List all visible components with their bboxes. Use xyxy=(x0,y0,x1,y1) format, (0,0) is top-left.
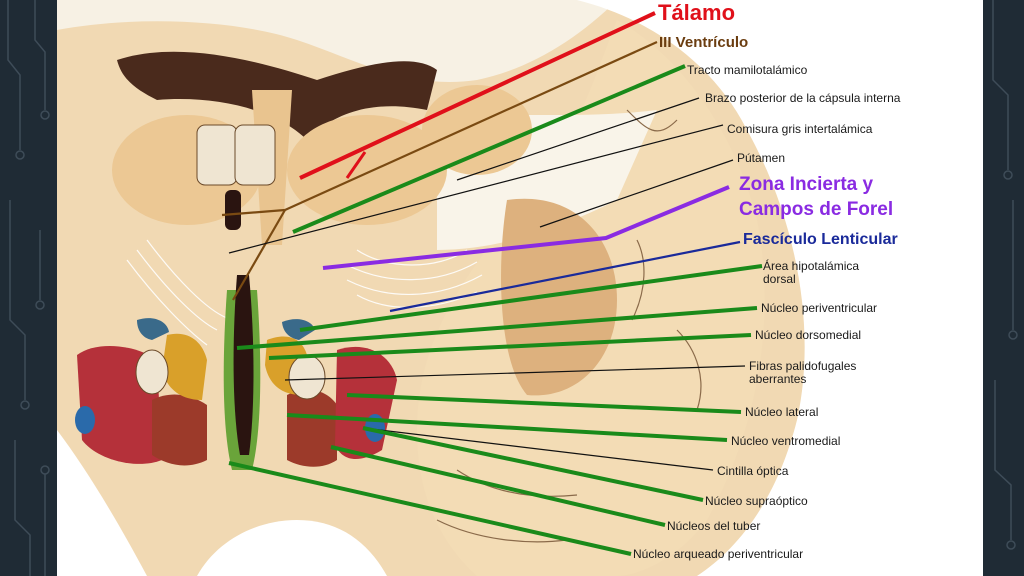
label-fasciculo-lenticular: Fascículo Lenticular xyxy=(743,231,898,248)
label-talamo: Tálamo xyxy=(658,0,736,25)
leader-lateral xyxy=(346,393,742,414)
label-fibras-palidofugales: Fibras palidofugales aberrantes xyxy=(749,360,856,386)
leader-dorsomedial xyxy=(268,333,752,360)
leader-ventriculo-branch xyxy=(232,209,286,301)
label-nucleo-dorsomedial: Núcleo dorsomedial xyxy=(755,328,862,342)
label-area-hipotalamica: Área hipotalámica dorsal xyxy=(763,260,859,286)
leader-comisura xyxy=(228,124,724,254)
label-area-line-2: dorsal xyxy=(763,272,796,286)
label-fibras-line-1: Fibras palidofugales xyxy=(749,359,857,373)
label-nucleo-arqueado: Núcleo arqueado periventricular xyxy=(633,547,804,561)
leader-tuber xyxy=(330,445,666,527)
left-decoration-panel xyxy=(0,0,57,576)
label-cintilla-optica: Cintilla óptica xyxy=(717,464,789,478)
label-brazo-posterior: Brazo posterior de la cápsula interna xyxy=(705,91,901,105)
leader-ventriculo xyxy=(284,40,658,212)
circuit-pattern-right xyxy=(992,0,1018,550)
leader-lines xyxy=(221,11,763,556)
thalamus-masses xyxy=(112,85,532,225)
leader-talamo xyxy=(299,11,656,180)
label-area-line-1: Área hipotalámica xyxy=(763,259,860,273)
leader-tracto xyxy=(292,64,686,234)
label-nucleo-lateral: Núcleo lateral xyxy=(745,405,819,419)
leader-talamo-tick xyxy=(345,151,367,179)
label-nucleo-supraoptico: Núcleo supraóptico xyxy=(705,494,808,508)
label-fibras-line-2: aberrantes xyxy=(749,372,807,386)
leader-cintilla xyxy=(362,427,714,471)
leader-arqueado xyxy=(228,461,632,556)
brain-diagram: Tálamo III Ventrículo Tracto mamilotalám… xyxy=(57,0,983,576)
leader-fasciculo xyxy=(389,240,741,313)
leader-supraoptico xyxy=(362,426,704,502)
label-ventriculo: III Ventrículo xyxy=(659,34,749,51)
leader-zona xyxy=(322,185,730,270)
third-ventricle xyxy=(223,190,261,470)
label-tracto-mamilotalamico: Tracto mamilotalámico xyxy=(687,63,808,77)
hypothalamus-illustration xyxy=(57,0,983,576)
label-nucleos-tuber: Núcleos del tuber xyxy=(667,519,761,533)
leader-ventromedial xyxy=(286,413,728,442)
circuit-pattern-left xyxy=(7,0,50,576)
right-decoration-panel xyxy=(983,0,1024,576)
leader-area xyxy=(299,264,763,332)
leader-fibras xyxy=(284,365,746,381)
label-nucleo-periventricular: Núcleo periventricular xyxy=(761,301,878,315)
label-zona-incierta: Zona Incierta y Campos de Forel xyxy=(739,172,893,222)
tissue-background xyxy=(57,0,983,576)
leader-periventricular xyxy=(236,306,758,350)
label-zona-line-1: Zona Incierta y xyxy=(739,174,874,195)
leader-brazo xyxy=(456,97,700,181)
leader-ventriculo-branch-2 xyxy=(221,208,286,217)
label-zona-line-2: Campos de Forel xyxy=(739,199,894,220)
label-putamen: Pútamen xyxy=(737,151,786,165)
leader-putamen xyxy=(539,159,734,228)
label-comisura-gris: Comisura gris intertalámica xyxy=(727,122,873,136)
label-nucleo-ventromedial: Núcleo ventromedial xyxy=(731,434,841,448)
brain-fold-lines xyxy=(436,109,702,543)
